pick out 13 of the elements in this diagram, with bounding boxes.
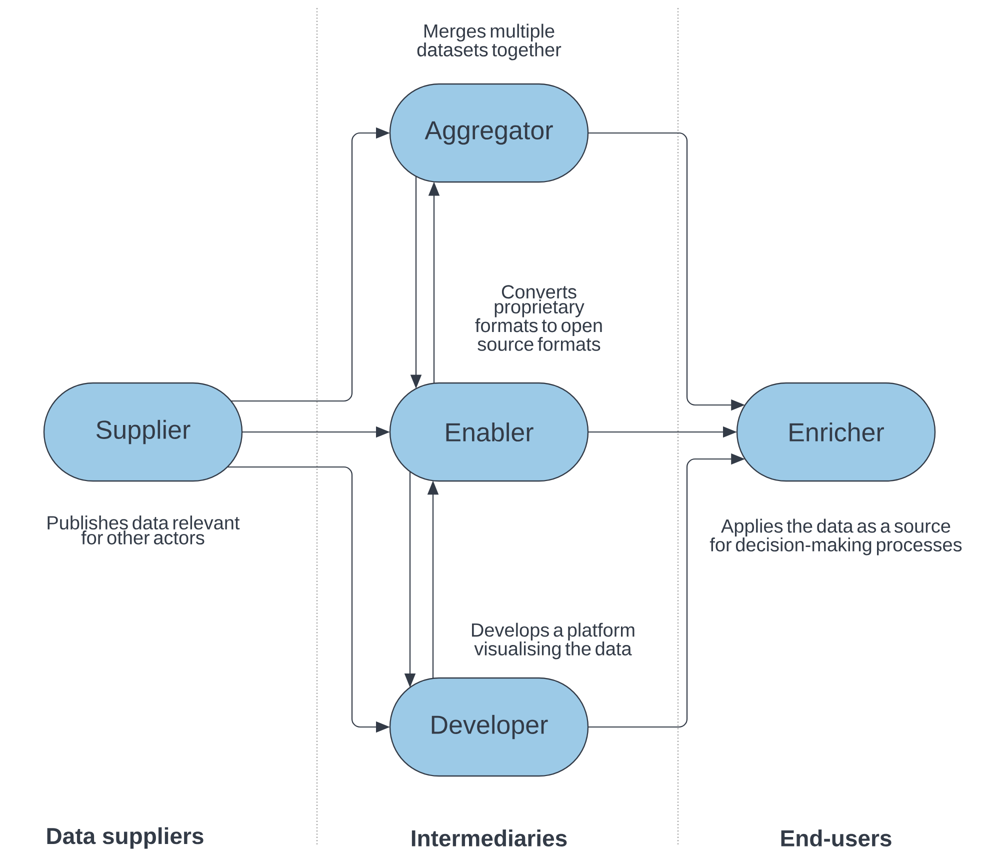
process-pill: Developer bbox=[389, 677, 589, 777]
column-heading: Data suppliers bbox=[47, 827, 204, 849]
node-caption: Publishes data relevant for other actors bbox=[48, 516, 240, 544]
process-pill: Supplier bbox=[43, 382, 243, 482]
process-pill: Enricher bbox=[736, 382, 936, 482]
node-caption: Develops a platform visualising the data bbox=[472, 622, 634, 660]
node-caption: Applies the data as a source for decision-making processes bbox=[710, 518, 962, 556]
process-pill: Enabler bbox=[389, 382, 589, 482]
column-heading: Intermediaries bbox=[412, 830, 567, 846]
process-pill: Aggregator bbox=[389, 83, 589, 183]
column-heading: End-users bbox=[781, 830, 892, 846]
node-caption: Converts proprietary formats to open source formats bbox=[475, 285, 602, 351]
node-caption: Merges multiple datasets together bbox=[417, 24, 562, 60]
